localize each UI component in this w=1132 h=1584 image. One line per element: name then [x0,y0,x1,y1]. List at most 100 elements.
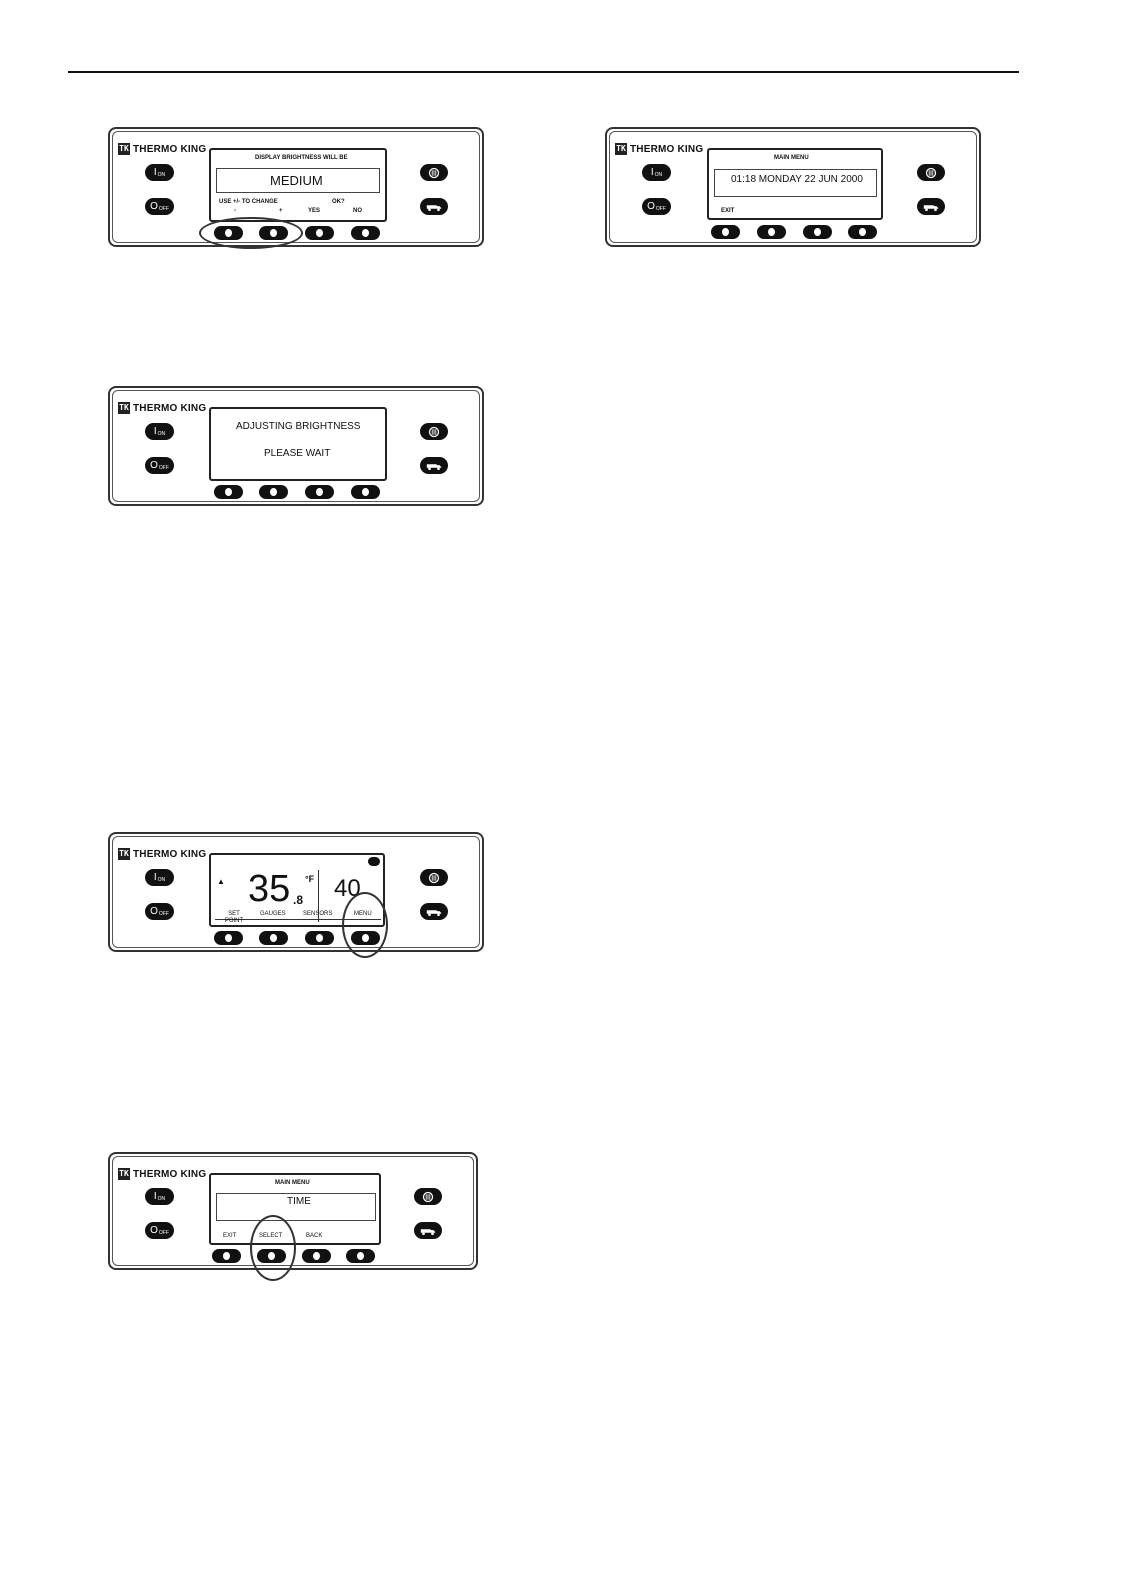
thermo-king-logo-icon: TK [118,1168,130,1180]
status-line-1: ADJUSTING BRIGHTNESS [236,421,361,432]
soft-label-minus: - [234,208,236,214]
soft-key-4[interactable] [346,1249,375,1263]
highlight-ring [199,217,303,249]
defrost-icon [425,872,443,884]
lcd-screen: DISPLAY BRIGHTNESS WILL BE MEDIUM USE +/… [209,148,387,222]
value-box: MEDIUM [216,168,380,193]
soft-key-4[interactable] [351,226,380,240]
soft-key-2[interactable] [259,485,288,499]
label-underline [215,919,381,920]
date-time-value: 01:18 MONDAY 22 JUN 2000 [731,174,863,185]
brand-logo: TK THERMO KING [615,142,703,156]
brand-logo: TK THERMO KING [118,142,206,156]
defrost-key[interactable] [420,869,448,886]
brand-name: THERMO KING [133,143,207,155]
screen-divider [318,870,319,922]
soft-label-exit: EXIT [223,1233,237,1239]
brand-name: THERMO KING [133,1168,207,1180]
status-line-2: PLEASE WAIT [264,448,331,459]
truck-icon [419,1225,437,1237]
lcd-screen: ▲ 35 .8 °F 40 SET POINT GAUGES SENSORS M… [209,853,385,927]
truck-icon [922,201,940,213]
soft-label-set-point: SET POINT [224,911,244,924]
defrost-icon [419,1191,437,1203]
defrost-key[interactable] [420,164,448,181]
temperature-unit: °F [305,874,315,884]
screen-title: MAIN MENU [275,1180,310,1186]
brand-logo: TK THERMO KING [118,1167,206,1181]
soft-key-1[interactable] [212,1249,241,1263]
page-header-rule [68,71,1019,73]
mode-key[interactable] [420,457,448,474]
soft-label-yes: YES [308,208,321,214]
temperature-decimal: .8 [293,893,304,907]
truck-icon [425,460,443,472]
thermo-king-logo-icon: TK [118,143,130,155]
brand-name: THERMO KING [133,848,207,860]
return-air-temperature: 35 [248,868,291,910]
brand-logo: TK THERMO KING [118,401,206,415]
brand-name: THERMO KING [630,143,704,155]
brand-logo: TK THERMO KING [118,847,206,861]
thermo-king-logo-icon: TK [615,143,627,155]
mode-key[interactable] [917,198,945,215]
lcd-screen: MAIN MENU 01:18 MONDAY 22 JUN 2000 EXIT [707,148,883,220]
defrost-key[interactable] [414,1188,442,1205]
soft-key-3[interactable] [305,226,334,240]
soft-label-gauges: GAUGES [260,911,286,917]
highlight-ring [342,892,388,958]
mode-indicator-icon [368,857,380,866]
soft-key-3[interactable] [305,485,334,499]
highlight-ring [250,1215,296,1281]
soft-key-1[interactable] [214,485,243,499]
mode-key[interactable] [414,1222,442,1239]
brand-name: THERMO KING [133,402,207,414]
soft-label-no: NO [353,208,362,214]
defrost-icon [425,426,443,438]
confirm-prompt: OK? [332,199,345,205]
defrost-key[interactable] [917,164,945,181]
thermo-king-logo-icon: TK [118,402,130,414]
soft-key-4[interactable] [351,485,380,499]
soft-key-3[interactable] [305,931,334,945]
change-hint: USE +/- TO CHANGE [219,199,278,205]
soft-label-plus: + [279,208,283,214]
thermo-king-logo-icon: TK [118,848,130,860]
defrost-key[interactable] [420,423,448,440]
soft-key-4[interactable] [848,225,877,239]
lcd-screen: ADJUSTING BRIGHTNESS PLEASE WAIT [209,407,387,481]
value-box: TIME [216,1193,376,1221]
soft-key-3[interactable] [302,1249,331,1263]
mode-key[interactable] [420,903,448,920]
defrost-icon [425,167,443,179]
soft-key-1[interactable] [711,225,740,239]
soft-label-back: BACK [306,1233,323,1239]
value-box: 01:18 MONDAY 22 JUN 2000 [714,169,877,197]
soft-key-1[interactable] [214,931,243,945]
soft-label-exit: EXIT [721,208,735,214]
menu-item-value: TIME [287,1196,311,1207]
mode-key[interactable] [420,198,448,215]
soft-label-sensors: SENSORS [303,911,333,917]
defrost-icon [922,167,940,179]
lcd-screen: MAIN MENU TIME EXIT SELECT BACK [209,1173,381,1245]
truck-icon [425,201,443,213]
soft-key-2[interactable] [757,225,786,239]
soft-key-2[interactable] [259,931,288,945]
soft-key-3[interactable] [803,225,832,239]
